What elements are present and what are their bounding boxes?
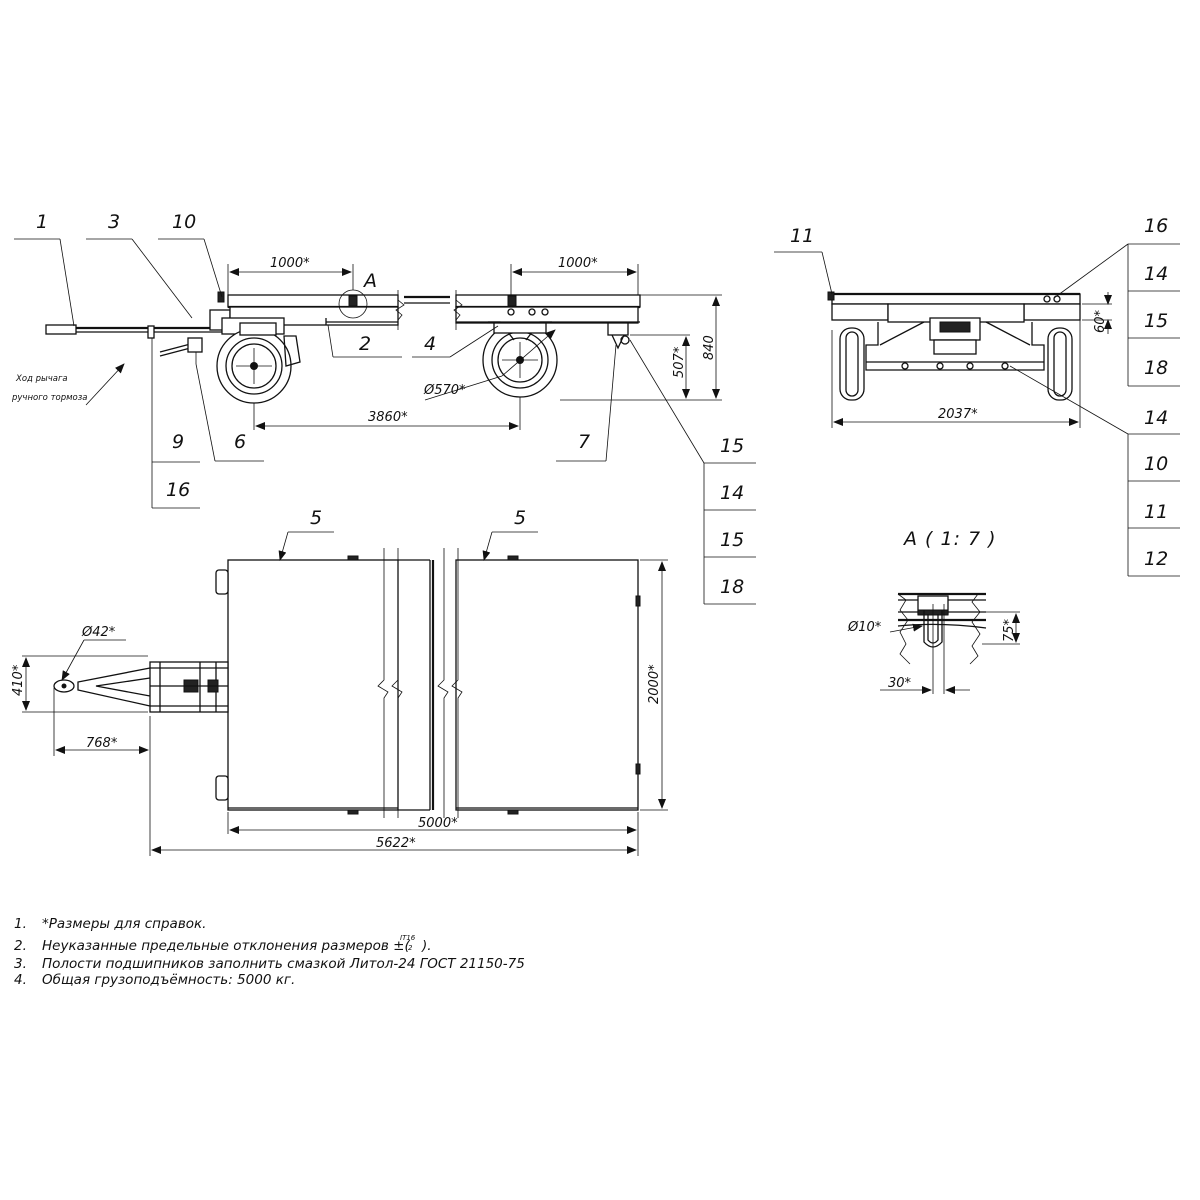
note-2-frac-top: IT16 [400, 934, 416, 942]
stack-t-1: 14 [1144, 263, 1168, 285]
note-2-frac-bot: 2 [408, 944, 413, 952]
dim-5000: 5000* [418, 816, 458, 831]
view-a-marker: A [362, 270, 377, 292]
dim-60: 60* [1093, 309, 1108, 333]
callout-5-right: 5 [514, 507, 526, 529]
dim-10: Ø10* [847, 620, 882, 635]
dim-2037: 2037* [938, 407, 978, 422]
side-dimensions [227, 264, 722, 430]
stack-r-3: 18 [720, 576, 744, 598]
note-4-num: 4. [14, 972, 27, 988]
detail-a-title: А ( 1: 7 ) [902, 528, 997, 550]
side-platform [221, 289, 641, 335]
callout-6: 6 [234, 431, 246, 453]
plan-view: 5 5 Ø42* 410* 768* 2000* 5000* 5622* [11, 507, 668, 856]
side-leaders [14, 238, 705, 509]
note-2-text: Неуказанные предельные отклонения размер… [42, 938, 410, 954]
callout-5-left: 5 [310, 507, 322, 529]
dim-507: 507* [672, 346, 687, 378]
callout-1: 1 [36, 211, 48, 233]
callout-16: 16 [166, 479, 190, 501]
side-callout-stack [703, 462, 756, 605]
rear-view: 11 2037* 60* 16 14 15 18 14 10 11 12 [774, 215, 1180, 577]
note-2-num: 2. [14, 938, 27, 954]
dim-2000: 2000* [647, 664, 662, 704]
stack-b-2: 11 [1144, 501, 1168, 523]
dim-1000-front: 1000* [270, 256, 310, 271]
dim-30: 30* [888, 676, 912, 691]
dim-1000-rear: 1000* [558, 256, 598, 271]
callout-3: 3 [108, 211, 120, 233]
front-wheel [216, 322, 301, 404]
dim-42: Ø42* [81, 625, 116, 640]
hand-brake-lever [159, 337, 203, 364]
callout-9: 9 [172, 431, 184, 453]
stack-t-2: 15 [1144, 310, 1168, 332]
note-1-text: *Размеры для справок. [42, 916, 206, 932]
detail-a: А ( 1: 7 ) Ø10* 75* 30* [847, 528, 1020, 694]
stack-r-1: 14 [720, 482, 744, 504]
drawbar [45, 291, 231, 339]
dim-768: 768* [86, 736, 118, 751]
note-4-text: Общая грузоподъёмность: 5000 кг. [42, 972, 295, 988]
stack-b-3: 12 [1144, 548, 1168, 570]
dim-75: 75* [1002, 618, 1017, 642]
stack-t-0: 16 [1144, 215, 1168, 237]
side-view: 1 3 10 A 2 4 6 7 9 16 1000* 1000* 840 50… [11, 211, 756, 605]
dim-840: 840 [702, 335, 717, 360]
stack-b-1: 10 [1144, 453, 1168, 475]
note-2-tail: ). [421, 938, 432, 954]
callout-10: 10 [172, 211, 196, 233]
note-lever-2: ручного тормоза [11, 393, 87, 403]
support-stand [607, 322, 630, 350]
stack-r-2: 15 [720, 529, 744, 551]
notes: 1. *Размеры для справок. 2. Неуказанные … [14, 916, 525, 988]
callout-4: 4 [424, 333, 436, 355]
note-1-num: 1. [14, 916, 27, 932]
note-lever-1: Ход рычага [15, 374, 68, 384]
callout-2: 2 [359, 333, 371, 355]
dim-3860: 3860* [368, 410, 408, 425]
stack-b-0: 14 [1144, 407, 1168, 429]
note-3-num: 3. [14, 956, 27, 972]
stack-t-3: 18 [1144, 357, 1168, 379]
callout-11: 11 [790, 225, 814, 247]
stack-r-0: 15 [720, 435, 744, 457]
dim-570: Ø570* [423, 383, 466, 398]
dim-5622: 5622* [376, 836, 416, 851]
callout-7: 7 [578, 431, 590, 453]
note-3-text: Полости подшипников заполнить смазкой Ли… [42, 956, 525, 972]
dim-410: 410* [11, 664, 26, 696]
